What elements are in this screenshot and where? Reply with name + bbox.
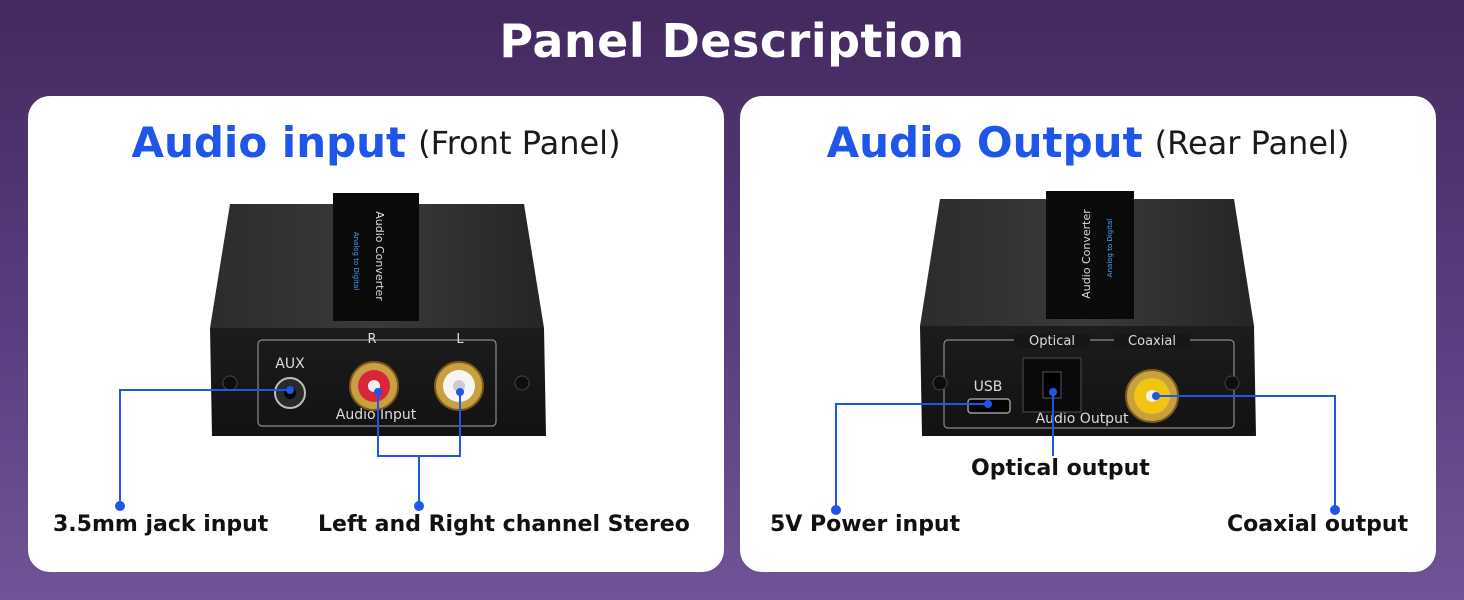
- rear-device-illustration: Audio Converter Analog to Digital Optica…: [831, 191, 1340, 515]
- device-top-label-strip: [333, 193, 419, 321]
- screw-icon: [932, 375, 948, 391]
- front-panel-title: Audio input: [131, 118, 407, 167]
- front-panel-card: Audio input (Front Panel) Audio Converter…: [28, 96, 724, 572]
- audio-output-caption: Audio Output: [1036, 411, 1129, 427]
- usb-label: USB: [974, 379, 1003, 395]
- right-channel-label: R: [367, 332, 376, 347]
- device-top-sublabel: Analog to Digital: [1106, 219, 1114, 277]
- front-callout-lines: [119, 389, 461, 506]
- rear-panel-subtitle: (Rear Panel): [1154, 123, 1350, 162]
- rear-callout-lines: [835, 392, 1336, 510]
- jack-input-callout: 3.5mm jack input: [53, 512, 269, 537]
- callout-dot: [1330, 505, 1340, 515]
- screw-icon: [222, 375, 238, 391]
- front-panel-subtitle: (Front Panel): [418, 123, 621, 162]
- power-input-callout: 5V Power input: [770, 512, 961, 537]
- aux-label: AUX: [275, 356, 305, 372]
- rear-panel-card: Audio Output (Rear Panel) Audio Converter…: [740, 96, 1436, 572]
- audio-input-caption: Audio Input: [336, 407, 417, 423]
- callout-dot: [115, 501, 125, 511]
- optical-output-callout: Optical output: [971, 456, 1150, 481]
- front-device-illustration: Audio Converter Analog to Digital AUX R …: [115, 193, 546, 511]
- device-top-label: Audio Converter: [1080, 209, 1093, 299]
- front-panel-heading: Audio input (Front Panel): [28, 118, 724, 167]
- screw-icon: [514, 375, 530, 391]
- coaxial-label: Coaxial: [1128, 334, 1176, 349]
- stereo-callout: Left and Right channel Stereo: [318, 512, 690, 537]
- left-channel-label: L: [456, 332, 464, 347]
- optical-label: Optical: [1029, 334, 1075, 349]
- rear-panel-heading: Audio Output (Rear Panel): [740, 118, 1436, 167]
- rear-panel-title: Audio Output: [826, 118, 1143, 167]
- coaxial-output-callout: Coaxial output: [1227, 512, 1409, 537]
- screw-icon: [1224, 375, 1240, 391]
- page-title: Panel Description: [499, 14, 965, 68]
- device-top-label: Audio Converter: [373, 211, 386, 301]
- device-top-sublabel: Analog to Digital: [352, 232, 360, 290]
- callout-dot: [831, 505, 841, 515]
- callout-dot: [414, 501, 424, 511]
- device-top-label-strip: [1046, 191, 1134, 319]
